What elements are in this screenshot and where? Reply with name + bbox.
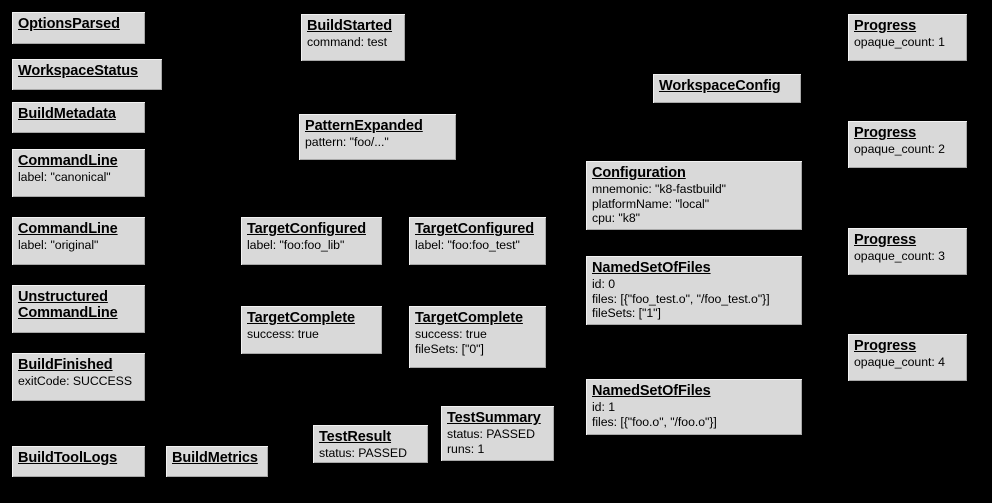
event-node-fields: mnemonic: "k8-fastbuild"platformName: "l… <box>592 182 796 226</box>
event-node-field: success: true <box>247 327 319 341</box>
event-node-title: CommandLine <box>18 153 118 169</box>
event-node-field: label: "canonical" <box>18 170 111 184</box>
event-node-title: CommandLine <box>18 221 118 237</box>
event-node-field: label: "foo:foo_lib" <box>247 238 345 252</box>
event-node-fields: pattern: "foo/..." <box>305 135 450 150</box>
event-node-field: command: test <box>307 35 387 49</box>
event-node-fields: label: "foo:foo_lib" <box>247 238 376 253</box>
event-node-title: Progress <box>854 18 917 34</box>
event-node-field: exitCode: SUCCESS <box>18 374 132 388</box>
event-node-field: label: "original" <box>18 238 99 252</box>
event-node-title: TestResult <box>319 429 392 445</box>
event-node-title: NamedSetOfFiles <box>592 260 711 276</box>
event-node-workspace-status[interactable]: WorkspaceStatus <box>11 58 163 91</box>
event-node-workspace-config[interactable]: WorkspaceConfig <box>652 73 802 104</box>
event-node-field: runs: 1 <box>447 441 485 456</box>
event-node-field: fileSets: ["1"] <box>592 306 661 320</box>
event-node-title: WorkspaceStatus <box>18 63 138 79</box>
event-node-title: OptionsParsed <box>18 16 120 32</box>
event-node-title: NamedSetOfFiles <box>592 383 711 399</box>
event-node-title: Progress <box>854 125 917 141</box>
event-node-fields: status: PASSED <box>319 446 422 461</box>
event-node-field: opaque_count: 4 <box>854 355 945 369</box>
event-node-field: id: 0 <box>592 277 615 291</box>
event-node-build-tool-logs[interactable]: BuildToolLogs <box>11 445 146 478</box>
event-node-fields: opaque_count: 3 <box>854 249 961 264</box>
event-node-field: opaque_count: 3 <box>854 249 945 263</box>
event-node-title: Unstructured CommandLine <box>18 289 118 321</box>
event-node-fields: opaque_count: 4 <box>854 355 961 370</box>
event-node-fields: opaque_count: 1 <box>854 35 961 50</box>
event-node-unstructured-command-line[interactable]: Unstructured CommandLine <box>11 284 146 334</box>
event-node-title: TargetComplete <box>415 310 523 326</box>
event-node-fields: opaque_count: 2 <box>854 142 961 157</box>
event-node-title: TargetConfigured <box>247 221 366 237</box>
event-node-fields: label: "original" <box>18 238 139 253</box>
event-node-field: files: [{"foo.o", "/foo.o"}] <box>592 414 717 429</box>
event-node-fields: exitCode: SUCCESS <box>18 374 139 389</box>
event-node-title: BuildStarted <box>307 18 393 34</box>
event-node-title: WorkspaceConfig <box>659 78 781 94</box>
event-node-field: platformName: "local" <box>592 196 710 211</box>
event-node-field: success: true <box>415 327 487 341</box>
event-node-title: TestSummary <box>447 410 541 426</box>
event-node-options-parsed[interactable]: OptionsParsed <box>11 11 146 45</box>
event-node-title: BuildMetrics <box>172 450 258 466</box>
event-node-title: Progress <box>854 232 917 248</box>
event-node-title: Progress <box>854 338 917 354</box>
event-node-fields: command: test <box>307 35 399 50</box>
event-node-fields: label: "foo:foo_test" <box>415 238 540 253</box>
event-node-fields: label: "canonical" <box>18 170 139 185</box>
event-node-field: status: PASSED <box>447 427 535 441</box>
event-node-title: PatternExpanded <box>305 118 423 134</box>
event-node-title: TargetConfigured <box>415 221 534 237</box>
event-node-field: label: "foo:foo_test" <box>415 238 520 252</box>
event-node-title: Configuration <box>592 165 686 181</box>
event-node-field: cpu: "k8" <box>592 211 640 225</box>
event-node-fields: success: true <box>247 327 376 342</box>
event-node-title: BuildFinished <box>18 357 113 373</box>
event-node-field: fileSets: ["0"] <box>415 341 484 356</box>
event-node-build-metrics[interactable]: BuildMetrics <box>165 445 269 478</box>
event-node-title: BuildToolLogs <box>18 450 118 466</box>
event-node-field: files: [{"foo_test.o", "/foo_test.o"}] <box>592 291 770 306</box>
event-node-field: id: 1 <box>592 400 615 414</box>
event-node-field: opaque_count: 2 <box>854 142 945 156</box>
event-node-title: TargetComplete <box>247 310 355 326</box>
event-node-build-metadata[interactable]: BuildMetadata <box>11 101 146 134</box>
event-node-field: status: PASSED <box>319 446 407 460</box>
event-node-field: pattern: "foo/..." <box>305 135 389 149</box>
event-node-title: BuildMetadata <box>18 106 116 122</box>
event-node-field: opaque_count: 1 <box>854 35 945 49</box>
event-node-field: mnemonic: "k8-fastbuild" <box>592 182 726 196</box>
